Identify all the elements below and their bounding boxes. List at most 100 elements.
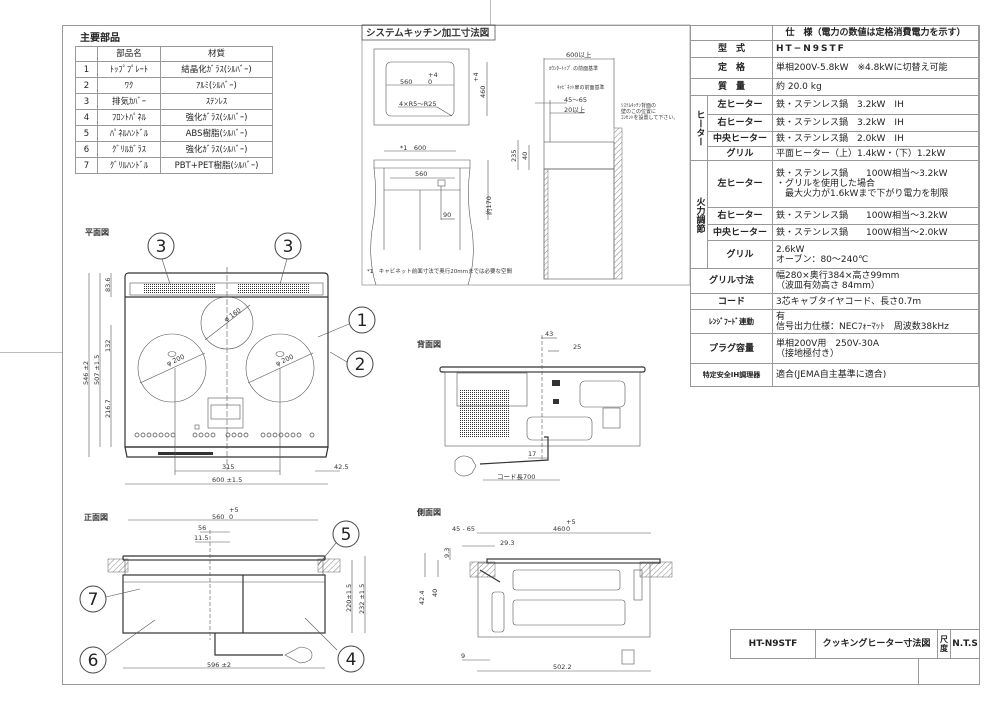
dim-inner-width: 560 bbox=[415, 170, 427, 178]
dim-315: 315 bbox=[222, 463, 234, 471]
drawing-frame bbox=[62, 25, 980, 685]
svg-text:3: 3 bbox=[156, 237, 167, 257]
spec-value: 2.6kW オーブン：80〜240℃ bbox=[772, 240, 979, 269]
balloon-2: 2 bbox=[346, 350, 374, 378]
crop-guide-vertical bbox=[490, 0, 491, 25]
plug-icon bbox=[284, 646, 313, 664]
power-cord bbox=[214, 633, 283, 656]
dim-cut-width: 560 bbox=[400, 78, 412, 86]
spec-label: プラグ容量 bbox=[690, 333, 773, 364]
dim-tolerance: 0 bbox=[428, 78, 432, 86]
back-view: 背面図 43 25 17 コード長700 bbox=[417, 330, 646, 481]
grill-front bbox=[122, 574, 326, 634]
center-burner bbox=[200, 296, 254, 350]
spec-label: グリル bbox=[707, 240, 773, 269]
spec-label: 左ヒーター bbox=[707, 160, 773, 208]
dim-460: 460 bbox=[553, 525, 565, 533]
dim-phi160: φ 160 bbox=[223, 306, 243, 323]
title-block-scale-value: N.T.S bbox=[950, 629, 981, 659]
spec-value: 単相200V用 250V-30A （接地極付き） bbox=[772, 333, 979, 364]
left-burner bbox=[137, 333, 207, 403]
label-cabinet-ref: ｷｬﾋﾞﾈｯﾄ扉の前面基準 bbox=[557, 84, 605, 91]
front-view-title: 正面図 bbox=[84, 513, 108, 522]
dim-outlet-offset: 90 bbox=[443, 211, 451, 219]
kitchen-footnote: *1 キャビネット前面寸法で奥行20mmまでは必要な空間 bbox=[367, 267, 512, 275]
dim-45-65: 45 - 65 bbox=[452, 525, 475, 533]
dim-17: 17 bbox=[528, 450, 536, 458]
dim-tolerance: 0 bbox=[566, 525, 570, 533]
dim-216-7: 216.7 bbox=[104, 399, 112, 418]
spec-value: 鉄・ステンレス鍋 100W相当〜3.2kW ・グリルを使用した場合 最大火力が1… bbox=[772, 160, 979, 208]
svg-text:4: 4 bbox=[346, 650, 357, 670]
front-view: 正面図 560 +5 0 56 11.5 596 ±2 220±1.5 232 … bbox=[84, 506, 366, 669]
dim-42-5: 42.5 bbox=[334, 463, 348, 471]
dim-83-6: 83.6 bbox=[104, 278, 112, 292]
spec-row-power-right: 右ヒーター鉄・ステンレス鍋 100W相当〜3.2kW bbox=[691, 207, 979, 225]
dim-25: 25 bbox=[573, 343, 581, 351]
dim-42-4: 42.4 bbox=[418, 591, 426, 605]
dim-40: 40 bbox=[521, 152, 529, 160]
side-view-title: 側面図 bbox=[416, 507, 441, 517]
spec-value: 適合(JEMA自主基準に適合) bbox=[772, 363, 979, 387]
svg-text:3: 3 bbox=[283, 237, 294, 257]
balloon-4: 4 bbox=[337, 645, 365, 673]
dim-560: 560 bbox=[212, 513, 224, 521]
plan-view: 平面図 φ 160 φ 200 φ 200 315 600 ±1.5 bbox=[82, 228, 350, 485]
spec-row-hood: ﾚﾝｼﾞﾌｰﾄﾞ連動有 信号出力仕様：NECﾌｫｰﾏｯﾄ 周波数38kHz bbox=[690, 309, 979, 334]
parts-table-header: 部品名材質 bbox=[75, 46, 273, 62]
dim-56: 56 bbox=[198, 524, 206, 532]
title-block-drawing-title: クッキングヒーター寸法図 bbox=[814, 629, 939, 659]
dim-tolerance: 0 bbox=[229, 513, 233, 521]
spec-value: 有 信号出力仕様：NECﾌｫｰﾏｯﾄ 周波数38kHz bbox=[772, 309, 979, 334]
spec-row-heater-right: 右ヒーター鉄・ステンレス鍋 3.2kW IH bbox=[691, 114, 979, 132]
dim-600: 600 ±1.5 bbox=[212, 476, 242, 484]
dim-29-3: 29.3 bbox=[500, 539, 514, 547]
exhaust-vent-right bbox=[237, 284, 309, 294]
exhaust-vent-left bbox=[143, 284, 215, 294]
dim-132: 132 bbox=[104, 340, 112, 352]
dim-11-5: 11.5 bbox=[194, 534, 208, 542]
dim-546: 546 ±2 bbox=[82, 361, 90, 385]
dim-507: 507 ±1.5 bbox=[93, 355, 101, 385]
title-block: HT-N9STF クッキングヒーター寸法図 尺度 N.T.S bbox=[730, 629, 981, 684]
spec-row-power-center: 中央ヒーター鉄・ステンレス鍋 100W相当〜2.0kW bbox=[691, 224, 979, 241]
dim-45-65: 45〜65 bbox=[564, 96, 587, 104]
dim-tolerance: +4 bbox=[428, 71, 438, 79]
balloon-3-right: 3 bbox=[274, 232, 302, 260]
kitchen-cutout-diagram: システムキッチン加工寸法図 560 +4 0 460 +4 4×R5〜R25 *… bbox=[361, 24, 691, 286]
crop-guide-horizontal bbox=[0, 352, 62, 353]
dim-height-170: 約170 bbox=[484, 196, 493, 215]
label-outlet-note-1: ｼｽﾃﾑｷｯﾁﾝ背面の bbox=[621, 102, 656, 109]
label-outlet-note-3: ｺﾝｾﾝﾄを設置して下さい。 bbox=[621, 114, 678, 121]
dim-corner-radius: 4×R5〜R25 bbox=[399, 100, 437, 108]
svg-text:2: 2 bbox=[355, 355, 366, 375]
spec-row-heater-left: ヒーター左ヒーター鉄・ステンレス鍋 3.2kW IH bbox=[690, 95, 979, 161]
dim-tolerance: +5 bbox=[229, 506, 239, 514]
dim-cabinet-width: *1 600 bbox=[400, 144, 426, 152]
label-outlet-note-2: 壁のこの位置に bbox=[621, 108, 656, 115]
dim-tolerance: +4 bbox=[472, 72, 480, 82]
spec-label: 特定安全IH調理器 bbox=[690, 363, 773, 387]
spec-label: グリル寸法 bbox=[690, 268, 773, 294]
balloon-1: 1 bbox=[348, 306, 376, 334]
dim-43: 43 bbox=[545, 330, 553, 338]
dim-596: 596 ±2 bbox=[207, 661, 231, 669]
balloon-5: 5 bbox=[332, 520, 360, 548]
knob-row bbox=[134, 432, 315, 438]
plug-icon bbox=[621, 649, 635, 665]
side-view: 側面図 45 - 65 460 +5 0 29.3 9.3 42.4 40 9 … bbox=[416, 507, 673, 672]
parts-table-title: 主要部品 bbox=[80, 33, 120, 44]
dim-235: 235 bbox=[510, 150, 518, 162]
svg-text:5: 5 bbox=[341, 525, 352, 545]
balloon-6: 6 bbox=[79, 646, 107, 674]
cord-length: コード長700 bbox=[497, 473, 535, 481]
dim-depth-600: 600以上 bbox=[566, 50, 592, 59]
